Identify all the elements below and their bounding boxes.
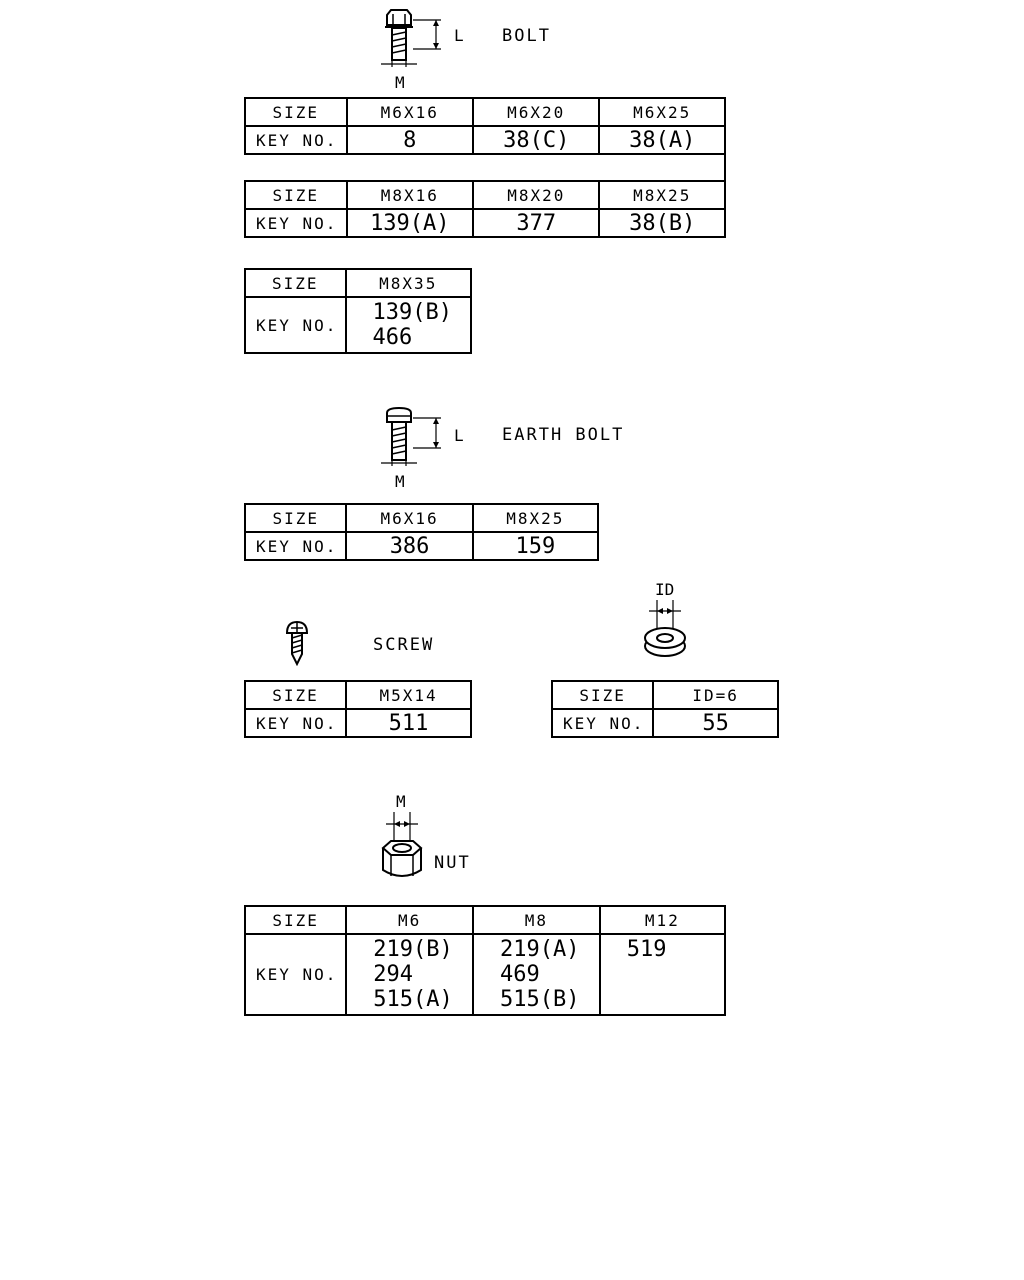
- bolt-table-3: SIZE M8X35 KEY NO. 139(B) 466: [244, 268, 472, 354]
- size-cell: M8X20: [472, 180, 601, 210]
- size-cell: M8X35: [344, 268, 472, 298]
- size-header: SIZE: [243, 905, 348, 935]
- key-no-value: 294: [373, 962, 414, 987]
- size-cell: M8X16: [345, 180, 475, 210]
- key-no-label: KEY NO.: [550, 708, 655, 738]
- bolt-dim-m: M: [395, 73, 405, 92]
- key-no-value: 219(A): [500, 937, 580, 962]
- size-header: SIZE: [244, 97, 348, 127]
- key-no-label: KEY NO.: [243, 708, 348, 738]
- key-no-value: 515(B): [500, 987, 580, 1012]
- nut-table: SIZE M6 M8 M12 KEY NO. 219(B) 294 515(A)…: [243, 905, 727, 1016]
- key-no-value: 515(A): [373, 987, 453, 1012]
- key-no-cell: 377: [472, 208, 601, 238]
- key-no-cell: 139(A): [345, 208, 475, 238]
- size-cell: M6X16: [345, 97, 474, 127]
- size-cell: M8X25: [598, 180, 726, 210]
- bolt-table-2: SIZE M8X16 M8X20 M8X25 KEY NO. 139(A) 37…: [244, 180, 726, 238]
- earth-bolt-icon: [381, 406, 441, 466]
- size-header: SIZE: [243, 503, 348, 533]
- size-header: SIZE: [243, 680, 348, 710]
- key-no-cell: 219(A) 469 515(B): [472, 933, 601, 1016]
- key-no-label: KEY NO.: [243, 531, 348, 561]
- key-no-cell: 386: [345, 531, 474, 561]
- key-no-value: 466: [372, 325, 413, 350]
- key-no-value: 139(B): [372, 300, 452, 325]
- size-cell: M8X25: [471, 503, 600, 533]
- key-no-cell: 511: [345, 708, 472, 738]
- nut-label: NUT: [434, 853, 471, 873]
- size-cell: M6X25: [598, 97, 726, 127]
- key-no-value: 519: [626, 937, 667, 962]
- size-header: SIZE: [244, 180, 348, 210]
- key-no-cell: 219(B) 294 515(A): [345, 933, 475, 1016]
- bolt-icon: [381, 9, 441, 67]
- size-cell: M6X16: [345, 503, 474, 533]
- size-header: SIZE: [550, 680, 655, 710]
- size-cell: M12: [598, 905, 727, 935]
- key-no-cell: 139(B) 466: [344, 296, 472, 354]
- key-no-cell: 38(A): [598, 125, 726, 155]
- key-no-value: 219(B): [373, 937, 453, 962]
- earth-bolt-dim-l: L: [454, 426, 464, 445]
- washer-icon: [644, 600, 686, 657]
- screw-table: SIZE M5X14 KEY NO. 511: [243, 680, 472, 738]
- size-cell: ID=6: [652, 680, 779, 710]
- earth-bolt-label: EARTH BOLT: [502, 425, 625, 445]
- screw-icon: [285, 620, 309, 666]
- key-no-cell: 519: [598, 933, 727, 1016]
- size-header: SIZE: [244, 268, 347, 298]
- bolt-dim-l: L: [454, 26, 464, 45]
- table-connector-line: [724, 153, 726, 181]
- earth-bolt-table: SIZE M6X16 M8X25 KEY NO. 386 159: [243, 503, 600, 561]
- key-no-label: KEY NO.: [244, 125, 348, 155]
- key-no-label: KEY NO.: [244, 208, 348, 238]
- size-cell: M8: [472, 905, 601, 935]
- nut-dim-m: M: [396, 792, 406, 811]
- washer-table: SIZE ID=6 KEY NO. 55: [550, 680, 779, 738]
- bolt-label: BOLT: [502, 26, 551, 46]
- key-no-cell: 8: [345, 125, 474, 155]
- size-cell: M5X14: [345, 680, 472, 710]
- washer-dim-id: ID: [655, 580, 675, 599]
- size-cell: M6: [345, 905, 475, 935]
- key-no-label: KEY NO.: [244, 296, 347, 354]
- nut-icon: [381, 812, 423, 877]
- key-no-label: KEY NO.: [243, 933, 348, 1016]
- key-no-cell: 38(C): [471, 125, 601, 155]
- key-no-cell: 38(B): [598, 208, 726, 238]
- size-cell: M6X20: [471, 97, 601, 127]
- key-no-value: 469: [500, 962, 540, 987]
- bolt-table-1: SIZE M6X16 M6X20 M6X25 KEY NO. 8 38(C) 3…: [244, 97, 726, 155]
- key-no-cell: 55: [652, 708, 779, 738]
- earth-bolt-dim-m: M: [395, 472, 405, 491]
- screw-label: SCREW: [373, 635, 435, 655]
- key-no-cell: 159: [471, 531, 600, 561]
